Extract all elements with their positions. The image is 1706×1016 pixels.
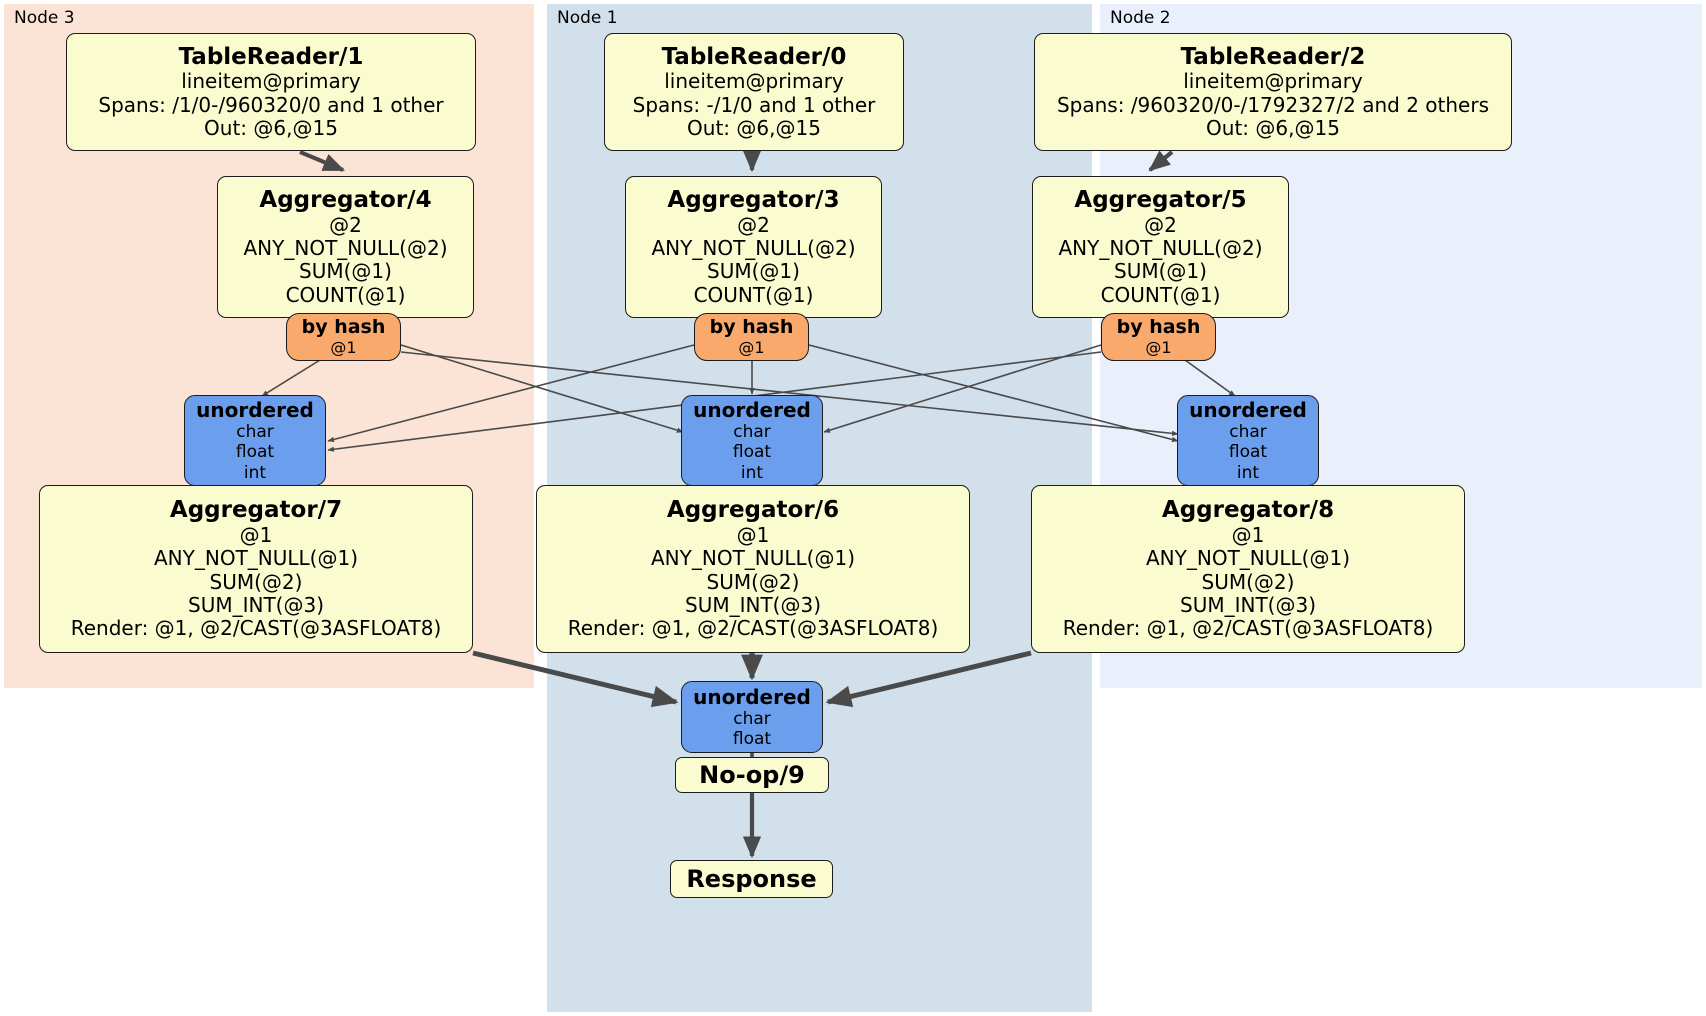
router-title: by hash — [1116, 316, 1201, 339]
router-detail-line: @1 — [330, 337, 357, 357]
processor-aggregator-7[interactable]: Aggregator/7 @1 ANY_NOT_NULL(@1) SUM(@2)… — [39, 485, 473, 653]
processor-response[interactable]: Response — [670, 860, 833, 898]
processor-detail-line: lineitem@primary — [664, 69, 844, 94]
node-region-label-node1: Node 1 — [557, 8, 618, 28]
node-region-label-node3: Node 3 — [14, 8, 75, 28]
synchronizer-unordered-node2[interactable]: unordered char float int — [1177, 395, 1319, 486]
processor-detail-line: SUM(@1) — [1114, 259, 1207, 284]
processor-render-line: Render: @1, @2/CAST(@3ASFLOAT8) — [70, 616, 442, 641]
processor-detail-line: SUM(@2) — [1201, 569, 1295, 594]
processor-render-line: Render: @1, @2/CAST(@3ASFLOAT8) — [1062, 616, 1434, 641]
processor-detail-line: Spans: -/1/0 and 1 other — [632, 92, 876, 117]
processor-detail-line: SUM(@2) — [706, 569, 800, 594]
processor-aggregator-3[interactable]: Aggregator/3 @2 ANY_NOT_NULL(@2) SUM(@1)… — [625, 176, 882, 318]
synchronizer-type-line: float — [235, 442, 275, 463]
synchronizer-type-line: char — [236, 421, 274, 442]
router-detail-line: @1 — [1145, 337, 1172, 357]
processor-detail-line: SUM(@2) — [209, 569, 303, 594]
router-by-hash-node2[interactable]: by hash @1 — [1101, 313, 1216, 361]
processor-detail-line: COUNT(@1) — [285, 282, 406, 307]
router-title: by hash — [709, 316, 794, 339]
processor-detail-line: Out: @6,@15 — [204, 116, 338, 141]
processor-detail-line: ANY_NOT_NULL(@1) — [1146, 546, 1350, 571]
router-title: by hash — [301, 316, 386, 339]
processor-detail-line: Spans: /960320/0-/1792327/2 and 2 others — [1056, 92, 1489, 117]
processor-aggregator-4[interactable]: Aggregator/4 @2 ANY_NOT_NULL(@2) SUM(@1)… — [217, 176, 474, 318]
synchronizer-title: unordered — [196, 397, 314, 422]
processor-detail-line: ANY_NOT_NULL(@1) — [651, 546, 855, 571]
processor-detail-line: Spans: /1/0-/960320/0 and 1 other — [98, 92, 444, 117]
processor-title: Aggregator/3 — [667, 186, 840, 213]
processor-detail-line: SUM_INT(@3) — [685, 593, 821, 618]
processor-detail-line: ANY_NOT_NULL(@2) — [243, 235, 448, 260]
processor-detail-line: lineitem@primary — [1183, 69, 1363, 94]
processor-title: TableReader/2 — [1180, 43, 1366, 70]
processor-title: TableReader/1 — [178, 43, 364, 70]
synchronizer-type-line: int — [1236, 462, 1260, 483]
processor-detail-line: @1 — [1231, 522, 1265, 547]
processor-title: Aggregator/4 — [259, 186, 432, 213]
processor-table-reader-1[interactable]: TableReader/1 lineitem@primary Spans: /1… — [66, 33, 476, 151]
processor-detail-line: ANY_NOT_NULL(@1) — [154, 546, 358, 571]
processor-detail-line: SUM_INT(@3) — [188, 593, 324, 618]
processor-detail-line: COUNT(@1) — [1100, 282, 1221, 307]
processor-detail-line: SUM(@1) — [707, 259, 800, 284]
processor-table-reader-2[interactable]: TableReader/2 lineitem@primary Spans: /9… — [1034, 33, 1512, 151]
processor-detail-line: @1 — [736, 522, 770, 547]
node-region-label-node2: Node 2 — [1110, 8, 1171, 28]
processor-aggregator-6[interactable]: Aggregator/6 @1 ANY_NOT_NULL(@1) SUM(@2)… — [536, 485, 970, 653]
processor-title: Aggregator/7 — [169, 497, 343, 524]
synchronizer-title: unordered — [693, 684, 811, 709]
synchronizer-type-line: int — [243, 462, 267, 483]
synchronizer-unordered-node1[interactable]: unordered char float int — [681, 395, 823, 486]
synchronizer-type-line: char — [733, 421, 771, 442]
synchronizer-type-line: char — [733, 708, 771, 729]
processor-aggregator-5[interactable]: Aggregator/5 @2 ANY_NOT_NULL(@2) SUM(@1)… — [1032, 176, 1289, 318]
synchronizer-type-line: float — [732, 442, 772, 463]
processor-detail-line: @1 — [239, 522, 273, 547]
processor-detail-line: ANY_NOT_NULL(@2) — [1058, 235, 1263, 260]
processor-detail-line: SUM(@1) — [299, 259, 392, 284]
router-by-hash-node3[interactable]: by hash @1 — [286, 313, 401, 361]
synchronizer-type-line: float — [732, 729, 772, 749]
processor-title: Aggregator/6 — [666, 497, 840, 524]
processor-detail-line: ANY_NOT_NULL(@2) — [651, 235, 856, 260]
processor-title: Aggregator/8 — [1161, 497, 1335, 524]
processor-detail-line: lineitem@primary — [181, 69, 361, 94]
synchronizer-type-line: int — [740, 462, 764, 483]
processor-noop-9[interactable]: No-op/9 — [675, 757, 829, 793]
processor-title: TableReader/0 — [661, 43, 847, 70]
processor-detail-line: @2 — [329, 212, 362, 237]
processor-render-line: Render: @1, @2/CAST(@3ASFLOAT8) — [567, 616, 939, 641]
synchronizer-unordered-final[interactable]: unordered char float — [681, 681, 823, 753]
processor-detail-line: @2 — [1144, 212, 1177, 237]
processor-title: Aggregator/5 — [1074, 186, 1247, 213]
processor-detail-line: @2 — [737, 212, 770, 237]
synchronizer-type-line: char — [1229, 421, 1267, 442]
processor-detail-line: SUM_INT(@3) — [1180, 593, 1316, 618]
synchronizer-title: unordered — [1189, 397, 1307, 422]
processor-detail-line: Out: @6,@15 — [687, 116, 821, 141]
router-detail-line: @1 — [738, 337, 765, 357]
processor-detail-line: Out: @6,@15 — [1206, 116, 1340, 141]
processor-detail-line: COUNT(@1) — [693, 282, 814, 307]
synchronizer-unordered-node3[interactable]: unordered char float int — [184, 395, 326, 486]
synchronizer-type-line: float — [1228, 442, 1268, 463]
processor-aggregator-8[interactable]: Aggregator/8 @1 ANY_NOT_NULL(@1) SUM(@2)… — [1031, 485, 1465, 653]
synchronizer-title: unordered — [693, 397, 811, 422]
router-by-hash-node1[interactable]: by hash @1 — [694, 313, 809, 361]
processor-table-reader-0[interactable]: TableReader/0 lineitem@primary Spans: -/… — [604, 33, 904, 151]
